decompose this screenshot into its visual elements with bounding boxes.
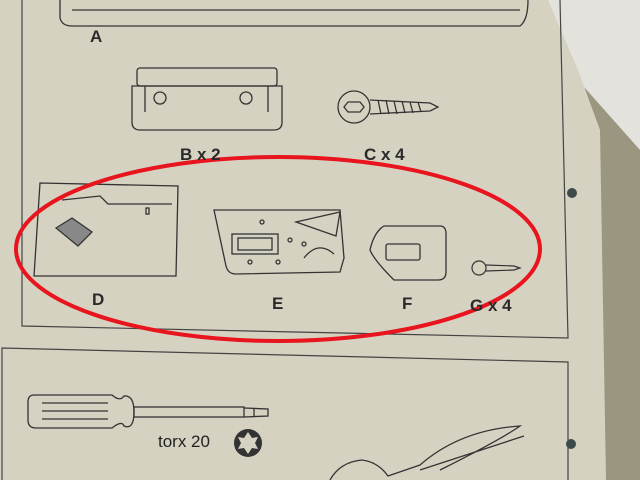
part-f-plate-drawing: [369, 225, 447, 281]
part-a-label: A: [90, 27, 103, 46]
torx-icon: [234, 429, 262, 457]
binder-hole: [567, 188, 577, 198]
part-e-plate-drawing: [213, 209, 345, 275]
part-d-plate-drawing: [33, 182, 179, 277]
binder-hole: [566, 439, 576, 449]
scissors-drawing: [329, 425, 525, 480]
part-d-label: D: [92, 290, 105, 309]
part-g-label: G x 4: [470, 296, 512, 315]
part-b-label: B x 2: [180, 145, 221, 164]
torx-size-label: torx 20: [158, 432, 210, 451]
part-f-label: F: [402, 294, 413, 313]
screwdriver-drawing: [27, 394, 269, 429]
part-g-screw-drawing: [471, 260, 522, 276]
part-b-bracket-drawing: [131, 67, 283, 131]
paper-sheet: [0, 0, 606, 480]
part-e-label: E: [272, 294, 284, 313]
paper-sheet-behind: [540, 0, 640, 150]
part-c-label: C x 4: [364, 145, 405, 164]
part-c-screw-drawing: [337, 90, 440, 124]
part-a-rod-drawing: [59, 0, 529, 27]
highlight-ellipse: [14, 155, 542, 343]
